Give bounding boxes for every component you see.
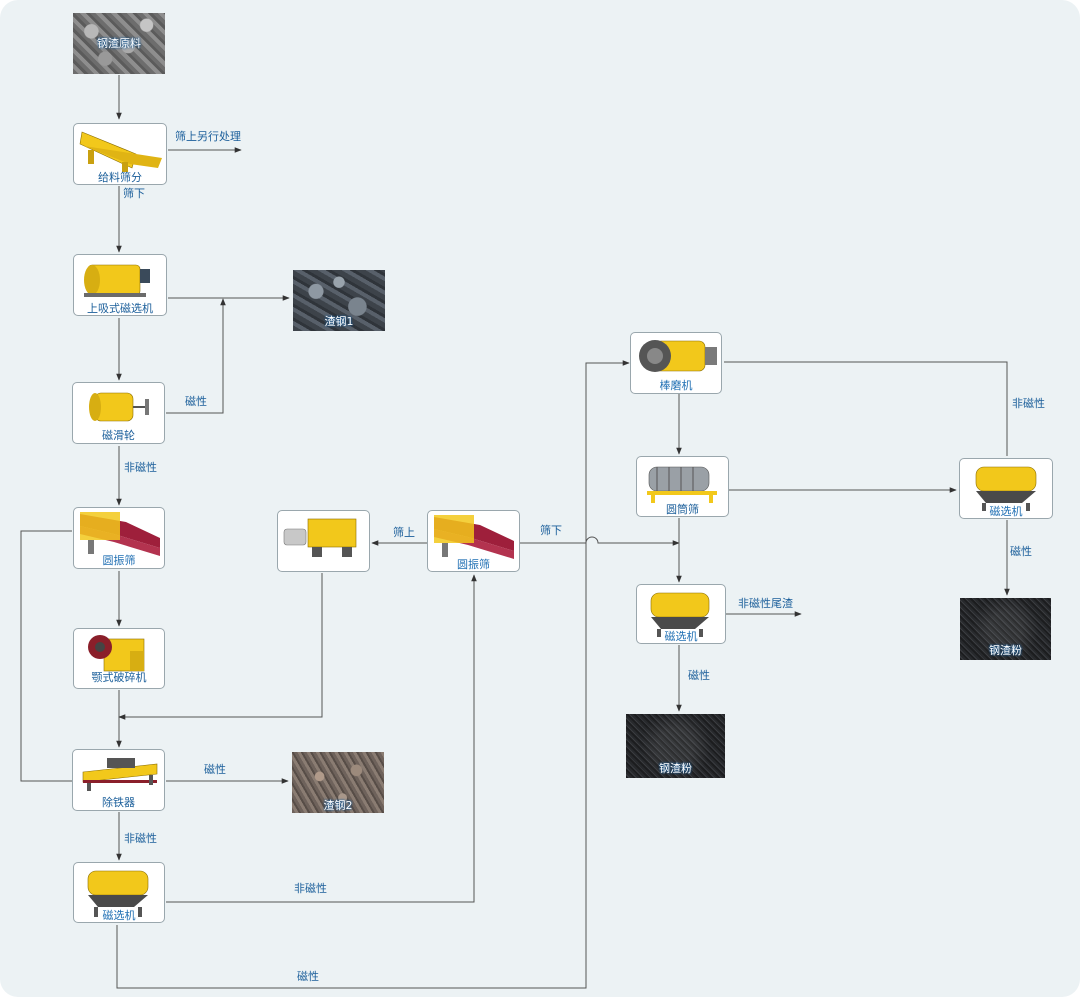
edge-label-magnetic-2: 磁性 [204, 763, 226, 776]
overhead-magnet-node: 上吸式磁选机 [73, 254, 167, 316]
vibrating-screen-icon [434, 515, 514, 559]
magnetic-pulley-label: 磁滑轮 [102, 429, 135, 442]
edge-label-undersize-2: 筛下 [540, 524, 562, 537]
steel-powder-2-label: 钢渣粉 [989, 644, 1022, 657]
overhead-magnet-label: 上吸式磁选机 [87, 302, 153, 315]
steel-powder-1-label: 钢渣粉 [659, 762, 692, 775]
jaw-crusher-label: 颚式破碎机 [91, 671, 147, 684]
edge-label-oversize: 筛上 [393, 526, 415, 539]
edge-label-nonmagnetic-4: 非磁性 [1012, 397, 1045, 410]
magnetic-separator-icon [87, 870, 149, 917]
impact-crusher-icon [283, 518, 357, 557]
edge-sep3-nonmagnetic [724, 361, 1008, 456]
magnetic-pulley-icon [89, 392, 149, 422]
edge-label-magnetic-1: 磁性 [185, 395, 207, 408]
edge-sep1-nonmagnetic [166, 574, 477, 903]
drum-screen-node: 圆筒筛 [636, 456, 729, 517]
edge-sep1-magnetic [116, 360, 630, 989]
edge-label-nonmagnetic-tailings: 非磁性尾渣 [738, 597, 793, 610]
rod-mill-label: 棒磨机 [659, 379, 693, 392]
overhead-magnetic-separator-icon [84, 264, 150, 297]
slag-steel-1-photo: 渣钢1 [293, 270, 385, 331]
rod-mill-node: 棒磨机 [630, 332, 722, 394]
magnetic-pulley-node: 磁滑轮 [72, 382, 165, 444]
drum-screen-label: 圆筒筛 [666, 503, 699, 516]
edge-label-magnetic-3: 磁性 [297, 970, 319, 983]
iron-remover-label: 除铁器 [102, 796, 135, 809]
iron-remover-icon [82, 758, 158, 791]
raw-material-photo: 钢渣原料 [73, 13, 165, 74]
edge-impact-return [118, 573, 323, 720]
vibrating-feeder-icon [79, 131, 162, 172]
edge-label-undersize-1: 筛下 [123, 187, 145, 200]
magnetic-separator-2-node: 磁选机 [636, 584, 726, 644]
edge-screen1-bypass [20, 530, 72, 782]
magnetic-separator-1-node: 磁选机 [73, 862, 165, 923]
steel-powder-1-photo: 钢渣粉 [626, 714, 725, 778]
magnetic-separator-3-node: 磁选机 [959, 458, 1053, 519]
vibrating-screen-2-label: 圆振筛 [457, 558, 490, 571]
vibrating-screen-2-node: 圆振筛 [427, 510, 520, 572]
magnetic-separator-2-label: 磁选机 [664, 630, 698, 643]
drum-screen-icon [647, 466, 717, 503]
feeder-node: 给料筛分 [73, 123, 167, 185]
edge-label-nonmagnetic-3: 非磁性 [294, 882, 327, 895]
jaw-crusher-icon [88, 635, 145, 672]
rod-mill-icon [639, 340, 717, 372]
vibrating-screen-icon [80, 512, 160, 556]
edge-label-oversize-other: 筛上另行处理 [175, 130, 241, 143]
vibrating-screen-1-node: 圆振筛 [73, 507, 165, 569]
edge-pulley-magnetic [166, 298, 226, 414]
edge-screen2-undersize [520, 536, 680, 546]
edge-label-nonmagnetic-1: 非磁性 [124, 461, 157, 474]
feeder-label: 给料筛分 [98, 171, 142, 184]
impact-crusher-node [277, 510, 370, 572]
iron-remover-node: 除铁器 [72, 749, 165, 811]
edge-label-magnetic-4: 磁性 [688, 669, 710, 682]
slag-steel-1-label: 渣钢1 [324, 315, 354, 328]
edge-label-nonmagnetic-2: 非磁性 [124, 832, 157, 845]
edge-label-magnetic-5: 磁性 [1010, 545, 1032, 558]
magnetic-separator-1-label: 磁选机 [102, 909, 136, 922]
raw-material-label: 钢渣原料 [97, 37, 141, 50]
steel-powder-2-photo: 钢渣粉 [960, 598, 1051, 660]
magnetic-separator-3-label: 磁选机 [989, 505, 1023, 518]
slag-steel-2-label: 渣钢2 [323, 799, 353, 812]
magnetic-separator-icon [975, 466, 1037, 511]
jaw-crusher-node: 颚式破碎机 [73, 628, 165, 689]
magnetic-separator-icon [650, 592, 710, 637]
slag-steel-2-photo: 渣钢2 [292, 752, 384, 813]
vibrating-screen-1-label: 圆振筛 [102, 554, 136, 567]
